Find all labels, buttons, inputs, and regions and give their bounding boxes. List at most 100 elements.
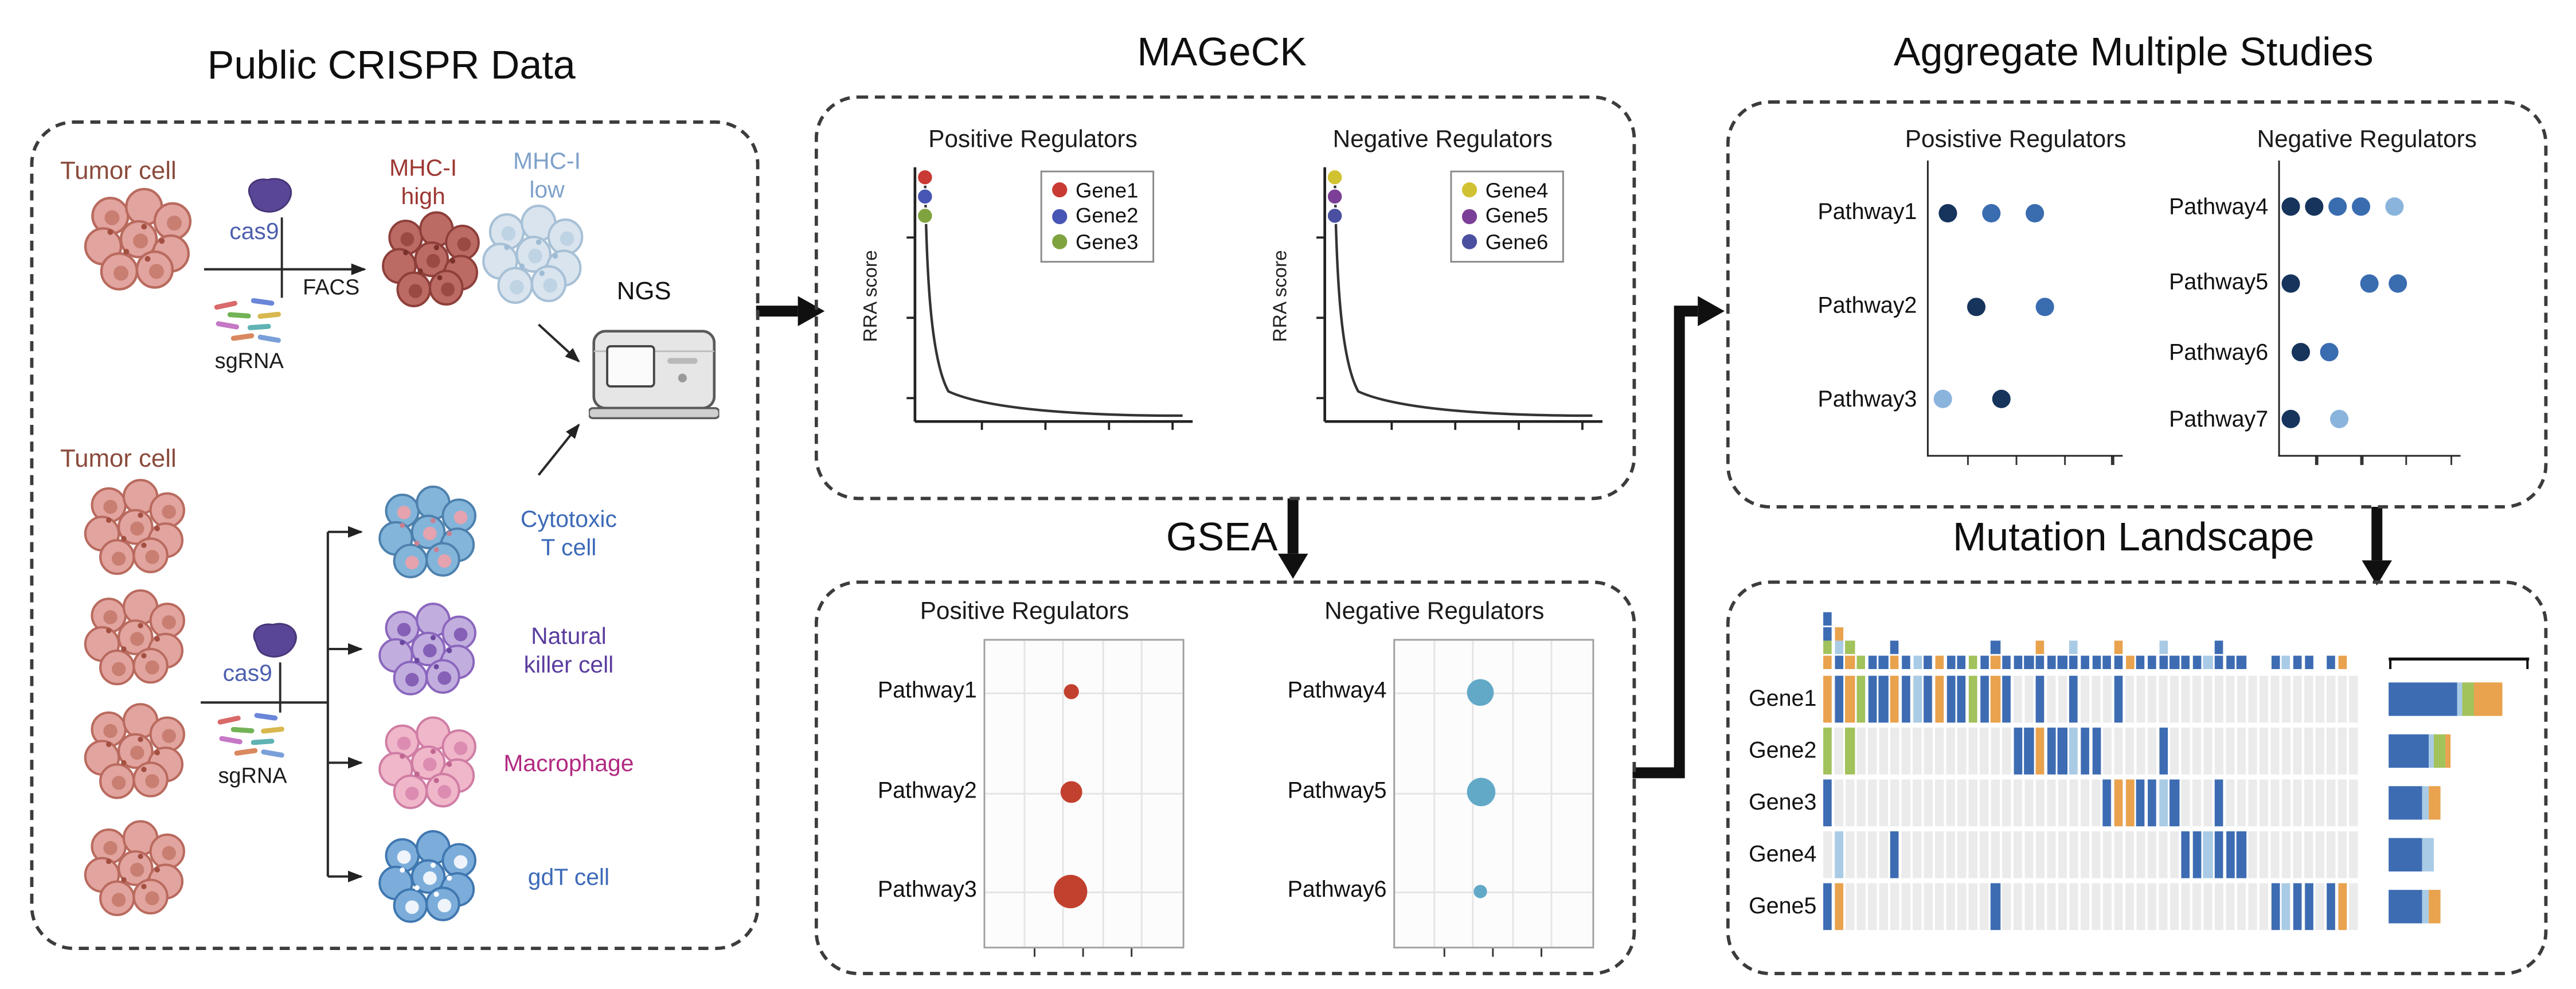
- macrophage-illustration: [378, 716, 482, 810]
- oncoprint-top-bar-segment: [1834, 626, 1843, 640]
- oncoprint-cell: [2203, 831, 2213, 878]
- oncoprint-cell: [1991, 883, 2000, 931]
- oncoprint-top-bar-segment: [2282, 655, 2291, 669]
- oncoprint-cell: [1991, 675, 2000, 723]
- oncoprint-cell: [2069, 728, 2078, 775]
- tumor-cell-illustration-2: [84, 589, 191, 686]
- oncoprint-row: [1823, 728, 2360, 775]
- mageck-panel-title: MAGeCK: [1137, 30, 1307, 76]
- mhc-low-label: MHC-I low: [513, 147, 581, 202]
- oncoprint-top-bar-segment: [1868, 655, 1877, 669]
- legend-gene-label: Gene1: [1075, 178, 1139, 202]
- oncoprint-summary-bars: [2389, 676, 2532, 930]
- oncoprint-top-bar-segment: [1890, 655, 1899, 669]
- oncoprint-top-bar-segment: [2237, 655, 2246, 669]
- cas9-label-bottom: cas9: [222, 659, 272, 686]
- oncoprint-top-bar-segment: [2080, 655, 2090, 669]
- oncoprint-row: [1823, 779, 2360, 827]
- legend-item: Gene3: [1052, 229, 1138, 255]
- legend-gene-label: Gene4: [1485, 178, 1549, 202]
- oncoprint-summary-segment: [2389, 890, 2423, 924]
- oncoprint-cell: [2192, 831, 2202, 878]
- aggregate-positive-plot: [1926, 161, 2123, 466]
- legend-item: Gene5: [1461, 203, 1548, 229]
- oncoprint-summary-segment: [2445, 734, 2452, 768]
- oncoprint-cell: [2092, 728, 2101, 775]
- oncoprint-summary-segment: [2389, 734, 2429, 768]
- gridline: [985, 792, 1183, 794]
- oncoprint-gene-label: Gene3: [1749, 789, 1817, 815]
- oncoprint-cell: [2047, 728, 2056, 775]
- gsea-dot: [1060, 781, 1082, 803]
- legend-color-dot: [1052, 182, 1068, 198]
- gsea-dot: [1473, 885, 1487, 899]
- rra-gene-dot: [916, 207, 933, 224]
- oncoprint-cell: [1935, 675, 1944, 723]
- oncoprint-top-bar-segment: [1946, 655, 1955, 669]
- rra-gene-dot: [916, 188, 933, 205]
- oncoprint-top-bar-segment: [2226, 655, 2235, 669]
- oncoprint-top-bar-segment: [1913, 655, 1922, 669]
- oncoprint-cell: [2214, 831, 2224, 878]
- oncoprint-cell: [2069, 675, 2078, 723]
- oncoprint-top-bar-segment: [2069, 655, 2078, 669]
- oncoprint-cell: [1834, 883, 1843, 931]
- axis-tick: [1443, 948, 1446, 957]
- gsea-dot: [1467, 678, 1494, 706]
- axis-tick: [1967, 456, 1970, 466]
- oncoprint-cell: [1846, 675, 1855, 723]
- oncoprint-top-bar-segment: [2304, 655, 2313, 669]
- oncoprint-cell: [2214, 779, 2224, 827]
- oncoprint-top-bar-segment: [1823, 655, 1832, 669]
- oncoprint-top-bar-segment: [1890, 640, 1899, 654]
- oncoprint-top-bar-segment: [2147, 655, 2157, 669]
- aggregate-study-dot: [1992, 390, 2011, 409]
- rra-plot-positive: [906, 167, 1193, 430]
- tumor-cell-label-bottom: Tumor cell: [60, 445, 177, 474]
- oncoprint-summary-segment: [2389, 682, 2457, 716]
- gsea-negative-plot: [1393, 639, 1594, 957]
- oncoprint-summary-segment: [2389, 786, 2423, 820]
- rra-plot-negative: [1316, 167, 1602, 430]
- coculture-to-ngs-arrow: [537, 423, 580, 476]
- oncoprint-cell: [1823, 779, 1832, 827]
- cytotoxic-t-cell-label: Cytotoxic T cell: [520, 505, 617, 560]
- axis-tick: [2111, 456, 2114, 466]
- aggregate-study-dot: [2281, 410, 2300, 429]
- oncoprint-cell: [1856, 675, 1866, 723]
- gridline: [1511, 640, 1514, 947]
- oncoprint-top-bar-segment: [1901, 655, 1910, 669]
- oncoprint-summary-segment: [2389, 838, 2423, 872]
- mageck-positive-ylabel: RRA score: [861, 250, 882, 342]
- oncoprint-top-bar-segment: [2114, 655, 2123, 669]
- gridline: [1395, 892, 1593, 894]
- gsea-negative-subtitle: Negative Regulators: [1324, 599, 1545, 626]
- legend-gene-label: Gene2: [1075, 204, 1139, 228]
- aggregate-panel-box: [1726, 100, 2548, 509]
- aggregate-study-dot: [1938, 204, 1957, 222]
- oncoprint-cell: [1980, 675, 1989, 723]
- axis-tick: [1082, 948, 1085, 957]
- aggregate-study-dot: [2328, 198, 2347, 217]
- axis-tick: [2063, 456, 2066, 466]
- oncoprint-top-bar-segment: [2159, 655, 2168, 669]
- axis-tick: [2360, 456, 2363, 466]
- aggregate-negative-plot: [2278, 161, 2461, 466]
- oncoprint-top-bar-segment: [1834, 655, 1843, 669]
- oncoprint-summary-segment: [2428, 890, 2440, 924]
- oncoprint-grid: [1823, 675, 2360, 931]
- aggregate-study-dot: [2025, 204, 2044, 222]
- oncoprint-cell: [1913, 675, 1922, 723]
- oncoprint-top-bar-segment: [2002, 655, 2011, 669]
- oncoprint-cell: [1823, 883, 1832, 931]
- oncoprint-cell: [1890, 675, 1899, 723]
- gridline: [985, 692, 1183, 694]
- legend-color-dot: [1461, 208, 1477, 224]
- pathway-row-label: Pathway6: [1287, 877, 1387, 902]
- oncoprint-cell: [2327, 883, 2336, 931]
- crispr-panel-box: [30, 120, 760, 951]
